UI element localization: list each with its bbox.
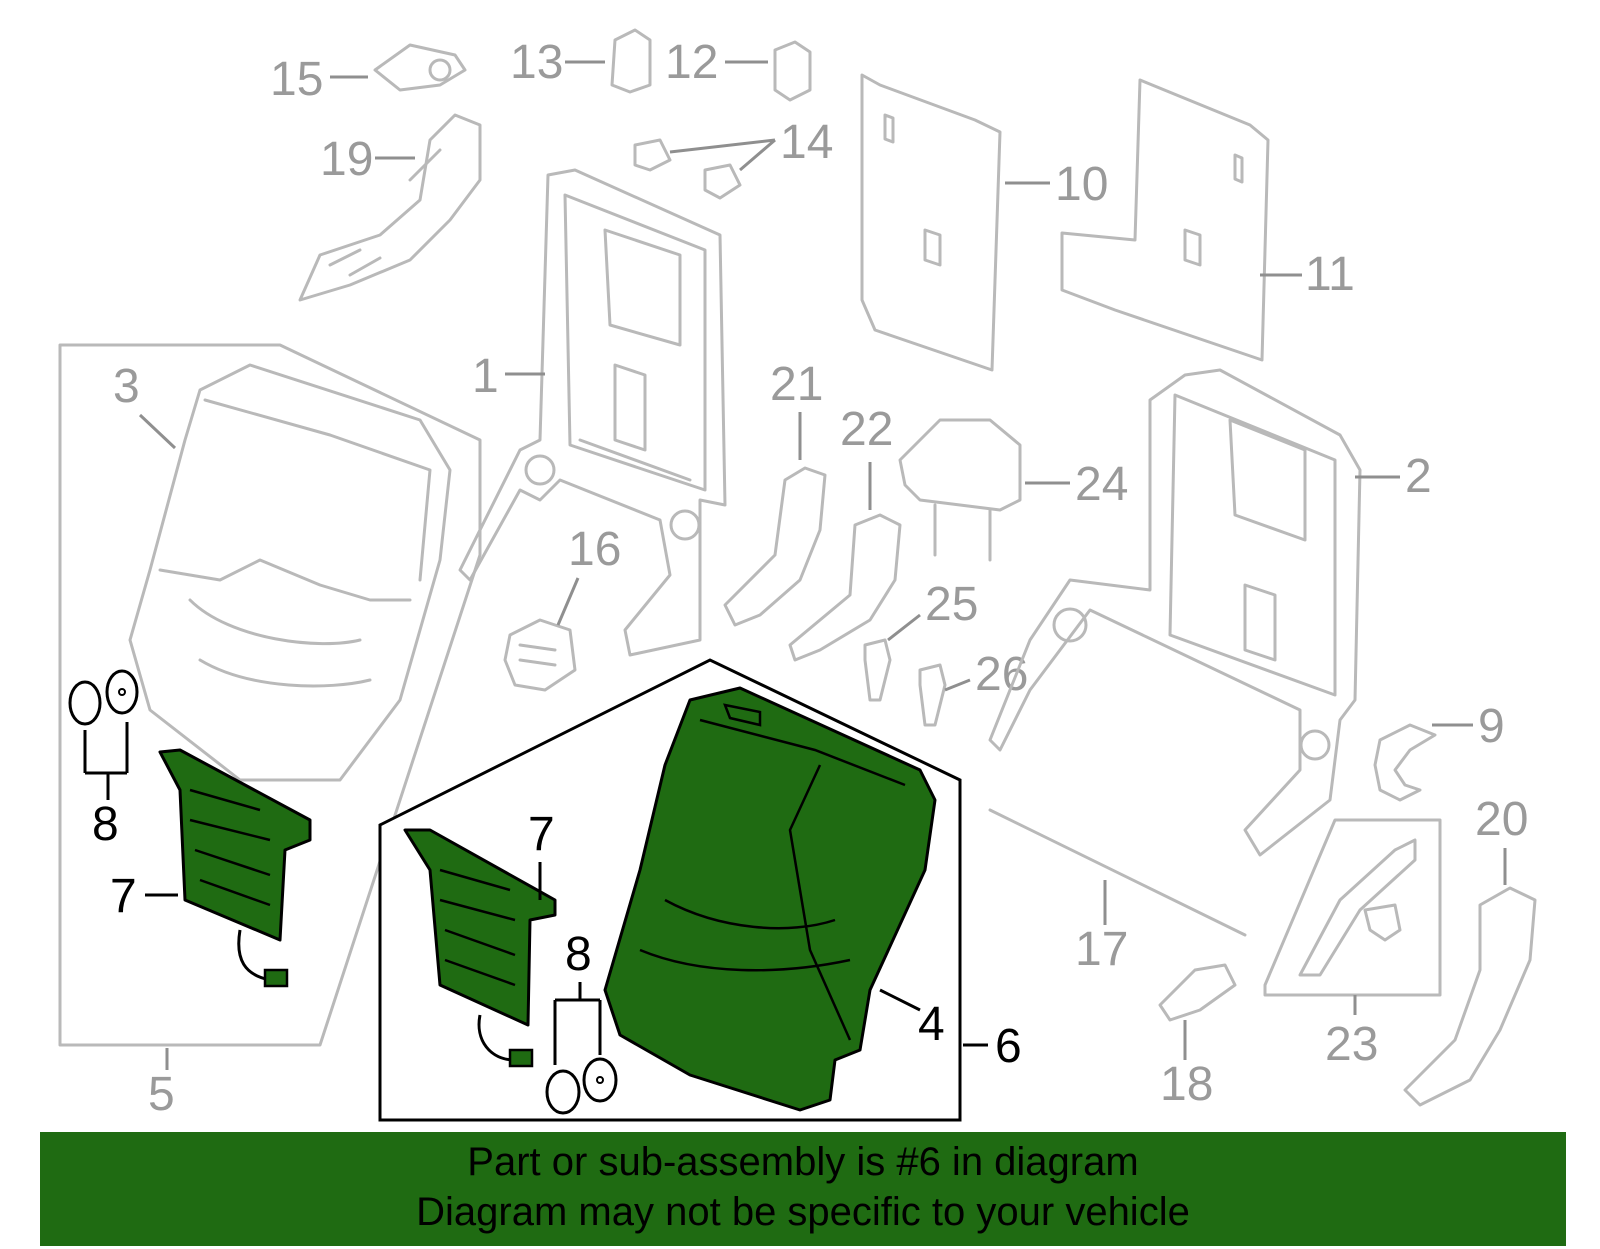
- callout-15: 15: [270, 53, 323, 106]
- part-16-knob: [503, 618, 577, 692]
- leader-8-left: [83, 722, 129, 800]
- callout-14: 14: [780, 116, 833, 169]
- callout-12: 12: [665, 36, 718, 89]
- callout-1: 1: [472, 350, 499, 403]
- part-10-panel: [860, 73, 1002, 372]
- part-4-backrest-highlighted: [603, 686, 937, 1112]
- callout-5: 5: [148, 1068, 175, 1121]
- callout-19: 19: [320, 133, 373, 186]
- part-1-frame: [458, 168, 727, 657]
- callout-8-right: 8: [565, 928, 592, 981]
- part-13-clip: [610, 28, 652, 94]
- callout-18: 18: [1160, 1058, 1213, 1111]
- part-7-heater-pad-right: [403, 828, 557, 1068]
- callout-4: 4: [918, 998, 945, 1051]
- group-5-box: [58, 343, 482, 1047]
- part-22-trim: [788, 513, 902, 662]
- part-3-backrest-cover: [128, 363, 452, 782]
- leader-26: [944, 678, 971, 692]
- part-19-cover: [298, 113, 482, 302]
- callout-7-right: 7: [528, 808, 555, 861]
- callout-7-left: 7: [110, 870, 137, 923]
- part-25-guide: [863, 638, 892, 702]
- callout-13: 13: [510, 36, 563, 89]
- callout-22: 22: [840, 403, 893, 456]
- callout-26: 26: [975, 648, 1028, 701]
- banner-line-disclaimer: Diagram may not be specific to your vehi…: [416, 1190, 1190, 1234]
- part-8-washers-right: [545, 1057, 618, 1115]
- part-20-trim: [1403, 886, 1537, 1107]
- part-15-bracket: [373, 43, 467, 92]
- part-17-rod: [988, 808, 1247, 937]
- leader-25: [887, 613, 921, 642]
- info-banner: Part or sub-assembly is #6 in diagram Di…: [40, 1132, 1566, 1246]
- leader-8-right: [553, 982, 602, 1065]
- callout-21: 21: [770, 358, 823, 411]
- part-11-panel: [1060, 78, 1270, 362]
- part-21-trim: [723, 466, 827, 627]
- callout-6: 6: [995, 1020, 1022, 1073]
- leader-14: [669, 138, 776, 172]
- callout-11: 11: [1305, 248, 1355, 301]
- callout-17: 17: [1075, 923, 1128, 976]
- callout-3: 3: [113, 360, 140, 413]
- banner-line-part: Part or sub-assembly is #6 in diagram: [467, 1140, 1139, 1184]
- part-2-frame: [988, 368, 1362, 857]
- part-26-guide: [918, 663, 947, 727]
- part-9-bracket: [1373, 723, 1437, 802]
- callout-24: 24: [1075, 458, 1128, 511]
- leader-4: [879, 988, 921, 1012]
- part-18-clip: [1158, 963, 1237, 1022]
- part-14-clips: [633, 138, 742, 200]
- callout-20: 20: [1475, 793, 1528, 846]
- part-7-heater-pad-left: [158, 748, 312, 988]
- callout-25: 25: [925, 578, 978, 631]
- callout-8-left: 8: [92, 798, 119, 851]
- callout-10: 10: [1055, 158, 1108, 211]
- callout-9: 9: [1478, 700, 1505, 753]
- part-23-box: [1263, 818, 1442, 997]
- leader-3: [138, 413, 177, 450]
- callout-2: 2: [1405, 450, 1432, 503]
- leader-16: [556, 577, 580, 626]
- part-12-clip: [773, 40, 812, 102]
- callout-16: 16: [568, 523, 621, 576]
- callout-23: 23: [1325, 1018, 1378, 1071]
- part-8-washers-left: [68, 669, 139, 726]
- part-24-headrest: [898, 418, 1022, 562]
